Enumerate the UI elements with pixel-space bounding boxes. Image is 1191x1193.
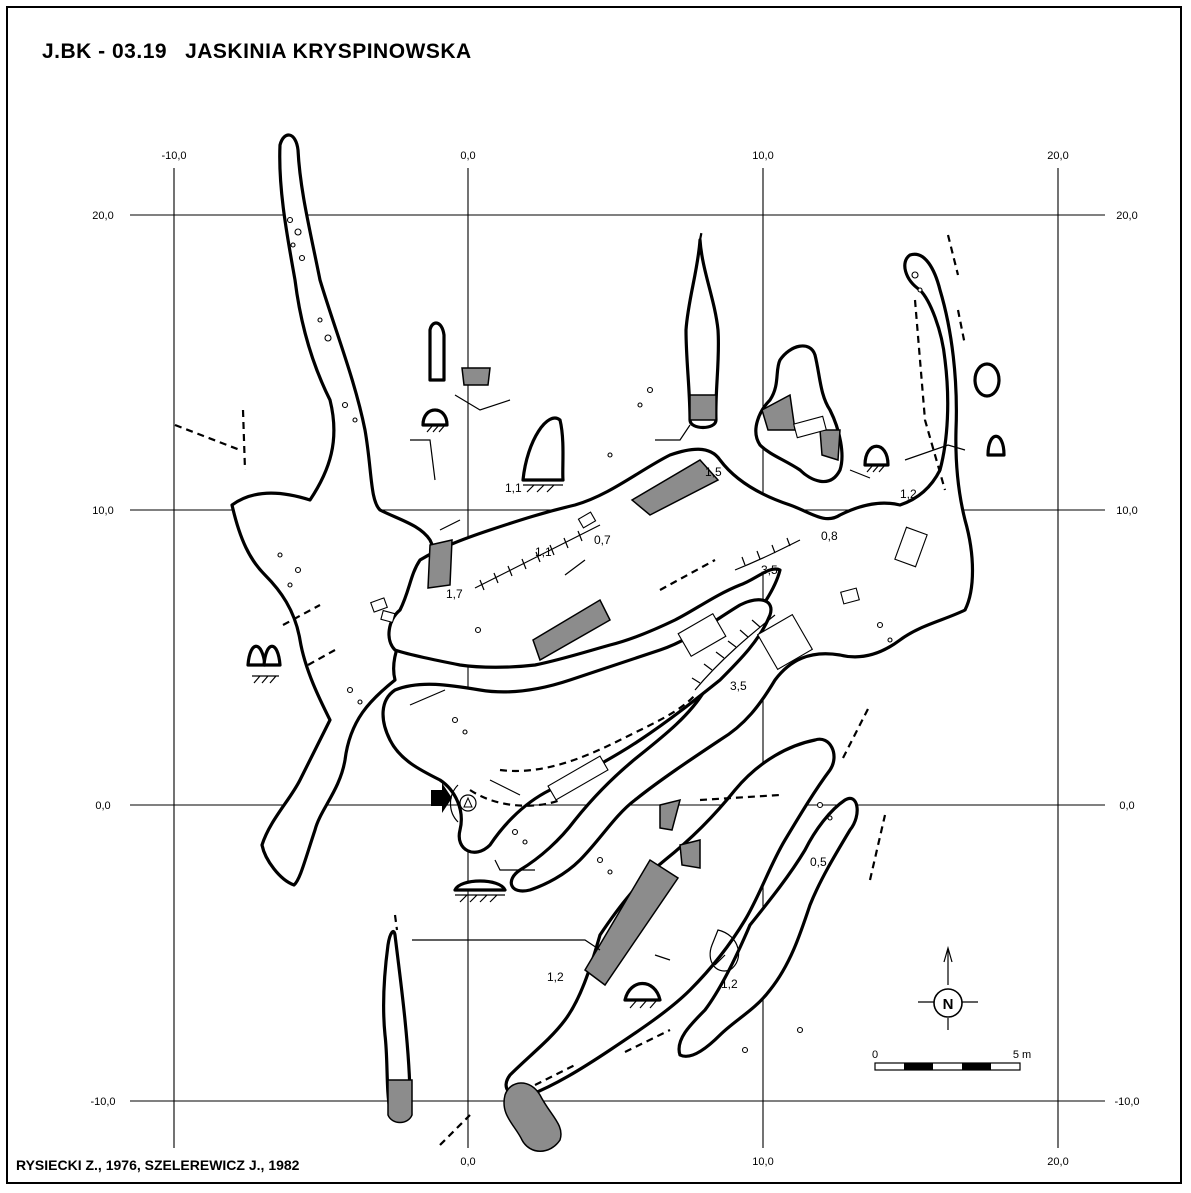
ne-pocket [973,362,1001,398]
rubble-boulders [277,216,928,1054]
x-label-top-2: 10,0 [752,150,773,162]
east-niche [986,434,1006,457]
y-label-left-0: 20,0 [92,210,113,222]
hatched-niches [246,321,890,1009]
depth-label: 3,5 [730,679,747,693]
map-frame [6,6,1182,1184]
east-branch [677,796,859,1058]
y-label-left-3: -10,0 [90,1096,115,1108]
cave-name: JASKINIA KRYSPINOWSKA [185,40,472,63]
y-label-right-0: 20,0 [1116,210,1137,222]
map-title: J.BK - 03.19 JASKINIA KRYSPINOWSKA [42,40,472,64]
north-passage [387,252,975,893]
x-label-top-3: 20,0 [1047,150,1068,162]
scale-end-label: 5 m [1013,1049,1031,1061]
y-label-right-1: 10,0 [1116,505,1137,517]
y-label-left-1: 10,0 [92,505,113,517]
entrance-marker [431,783,477,823]
cave-code: J.BK - 03.19 [42,40,168,63]
shaded-zones [387,367,841,1152]
depth-label: 0,8 [821,529,838,543]
north-chimney [684,238,721,430]
ne-chamber [754,344,844,484]
depth-label: 1,1 [535,545,552,559]
scale-bar: 0 5 m [872,1049,1031,1071]
dashed-leads [174,229,967,1146]
depth-label: 1,1 [505,481,522,495]
x-label-bottom-1: 0,0 [460,1156,475,1168]
y-label-right-2: 0,0 [1119,800,1134,812]
grid-labels: -10,0 0,0 10,0 20,0 0,0 10,0 20,0 20,0 1… [90,150,1139,1168]
y-label-left-2: 0,0 [95,800,110,812]
north-label: N [943,996,954,1013]
y-label-right-3: -10,0 [1114,1096,1139,1108]
x-label-top-0: -10,0 [161,150,186,162]
depth-label: 1,5 [705,465,722,479]
depth-label: 3,5 [761,563,778,577]
scale-start-label: 0 [872,1049,878,1061]
south-gallery [504,737,836,1098]
x-label-bottom-3: 20,0 [1047,1156,1068,1168]
datum-triangle-icon [463,796,473,808]
depth-label: 0,5 [810,855,827,869]
depth-label: 1,2 [900,487,917,501]
drop-edges [474,524,801,972]
cave-passages [230,133,1006,1117]
compass-icon [933,988,963,1018]
entrance-arrow-icon [431,783,452,813]
x-label-top-1: 0,0 [460,150,475,162]
depth-label: 0,7 [594,533,611,547]
central-gallery [381,598,773,854]
survey-datum-icon [459,794,477,812]
survey-credits: RYSIECKI Z., 1976, SZELEREWICZ J., 1982 [16,1157,300,1173]
depth-label: 1,7 [446,587,463,601]
depth-label: 1,2 [721,977,738,991]
survey-lines [409,394,966,966]
depth-labels: 1,1 1,1 0,7 1,5 1,2 0,8 1,7 3,5 3,5 0,5 … [446,465,917,991]
x-label-bottom-2: 10,0 [752,1156,773,1168]
depth-label: 1,2 [547,970,564,984]
north-arrow: N [918,945,978,1030]
